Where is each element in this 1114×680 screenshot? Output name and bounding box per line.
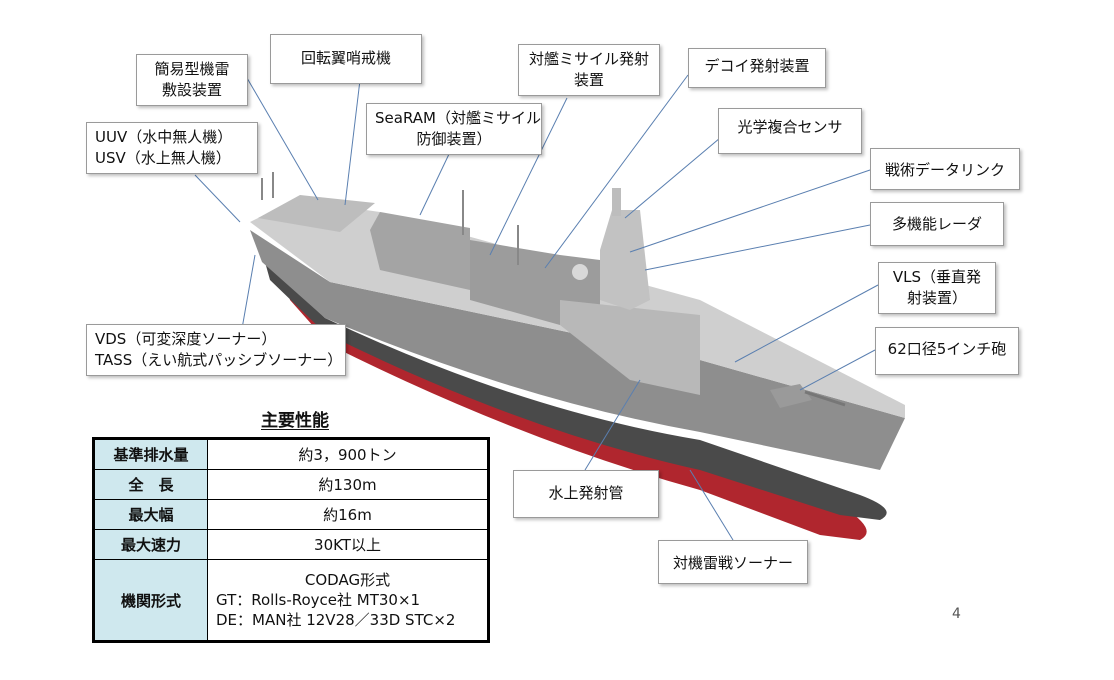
leader-asm — [489, 97, 568, 256]
callout-text: 戦術データリンク — [884, 161, 1005, 179]
spec-value: 約130m — [207, 469, 489, 500]
leader-uuv — [194, 174, 241, 223]
spec-label: 全 長 — [93, 469, 208, 500]
callout-text: 対艦ミサイル発射 — [528, 50, 649, 68]
callout-text: 回転翼哨戒機 — [300, 49, 391, 67]
callout-text: TASS（えい航式パッシブソーナー） — [95, 351, 343, 369]
leader-torpedo — [584, 379, 641, 471]
callout-torpedo-tube: 水上発射管 — [513, 470, 659, 518]
spec-row: 全 長 約130m — [93, 469, 489, 500]
callout-vls: VLS（垂直発 射装置） — [878, 262, 996, 314]
callout-anti-ship-missile: 対艦ミサイル発射 装置 — [518, 44, 660, 96]
callout-mine-laying: 簡易型機雷 敷設装置 — [136, 54, 248, 106]
callout-uuv-usv: UUV（水中無人機） USV（水上無人機） — [86, 122, 258, 174]
callout-multifunction-radar: 多機能レーダ — [870, 202, 1004, 246]
callout-text: 装置 — [573, 71, 604, 89]
spec-value-line: DE：MAN社 12V28／33D STC×2 — [216, 611, 456, 629]
spec-row: 最大速力 30KT以上 — [93, 529, 489, 560]
leader-sonar — [689, 469, 734, 541]
callout-text: UUV（水中無人機） — [95, 128, 233, 146]
leader-mine — [246, 77, 319, 201]
radome — [572, 264, 588, 280]
callout-text: SeaRAM（対艦ミサイル — [375, 109, 541, 127]
leader-decoy — [544, 74, 689, 269]
callout-searam: SeaRAM（対艦ミサイル 防御装置） — [366, 103, 542, 155]
hull-side — [250, 230, 905, 470]
gun-barrel — [804, 390, 846, 407]
callout-text: 多機能レーダ — [891, 215, 982, 233]
callout-text: VLS（垂直発 — [892, 268, 982, 286]
hangar-block — [370, 212, 470, 290]
callout-mine-sonar: 対機雷戦ソーナー — [658, 540, 808, 584]
spec-label: 最大速力 — [93, 529, 208, 560]
leader-datalink — [629, 169, 871, 253]
callout-text: 敷設装置 — [161, 81, 222, 99]
gun-mount — [770, 384, 812, 408]
callout-text: 簡易型機雷 — [154, 60, 230, 78]
spec-row: 基準排水量 約3，900トン — [93, 438, 489, 470]
spec-value-line: 約3，900トン — [298, 445, 397, 464]
callout-tactical-datalink: 戦術データリンク — [870, 148, 1020, 190]
leader-gun — [799, 349, 876, 391]
callout-decoy-launcher: デコイ発射装置 — [688, 48, 826, 88]
spec-label: 機関形式 — [93, 559, 208, 642]
page-number: 4 — [952, 606, 961, 622]
leader-vls — [734, 284, 879, 363]
superstructure-front — [560, 300, 700, 395]
callout-helicopter: 回転翼哨戒機 — [270, 34, 422, 84]
flight-deck — [258, 195, 375, 232]
callout-text: 射装置） — [906, 289, 967, 307]
spec-value: 約3，900トン — [207, 438, 489, 470]
leader-radar — [644, 224, 871, 271]
spec-value-line: CODAG形式 — [304, 571, 391, 589]
spec-value: 30KT以上 — [207, 529, 489, 560]
callout-text: 防御装置） — [416, 130, 492, 148]
callout-text: デコイ発射装置 — [704, 57, 810, 75]
spec-value-line: GT：Rolls-Royce社 MT30×1 — [216, 591, 421, 609]
spec-value: 約16m — [207, 499, 489, 530]
spec-label: 基準排水量 — [93, 438, 208, 470]
spec-table-body: 基準排水量 約3，900トン全 長 約130m 最大幅 約16m 最大速力 30KT以上機関… — [93, 438, 489, 642]
mast-pole — [612, 188, 621, 216]
spec-value-line: 30KT以上 — [314, 535, 381, 554]
callout-text: 62口径5インチ砲 — [887, 340, 1007, 358]
callout-text: USV（水上無人機） — [95, 149, 231, 167]
leader-optical — [624, 137, 721, 219]
callout-text: VDS（可変深度ソーナー） — [95, 330, 277, 348]
mast — [600, 210, 650, 310]
hull-dark-band — [265, 262, 887, 520]
spec-value-line: 約16m — [323, 505, 372, 524]
leader-heli — [344, 79, 361, 206]
callout-vds-tass: VDS（可変深度ソーナー） TASS（えい航式パッシブソーナー） — [86, 324, 346, 376]
spec-table: 基準排水量 約3，900トン全 長 約130m 最大幅 約16m 最大速力 30KT以上機関… — [92, 437, 490, 643]
leader-searam — [419, 151, 451, 216]
spec-row: 最大幅 約16m — [93, 499, 489, 530]
spec-value-line: 約130m — [318, 475, 377, 494]
spec-label: 最大幅 — [93, 499, 208, 530]
callout-text: 光学複合センサ — [737, 118, 843, 136]
callout-text: 水上発射管 — [548, 484, 624, 502]
callout-5inch-gun: 62口径5インチ砲 — [875, 327, 1019, 375]
callout-optical-sensor: 光学複合センサ — [718, 108, 862, 154]
spec-table-title: 主要性能 — [261, 411, 329, 431]
callout-text: 対機雷戦ソーナー — [672, 554, 793, 572]
